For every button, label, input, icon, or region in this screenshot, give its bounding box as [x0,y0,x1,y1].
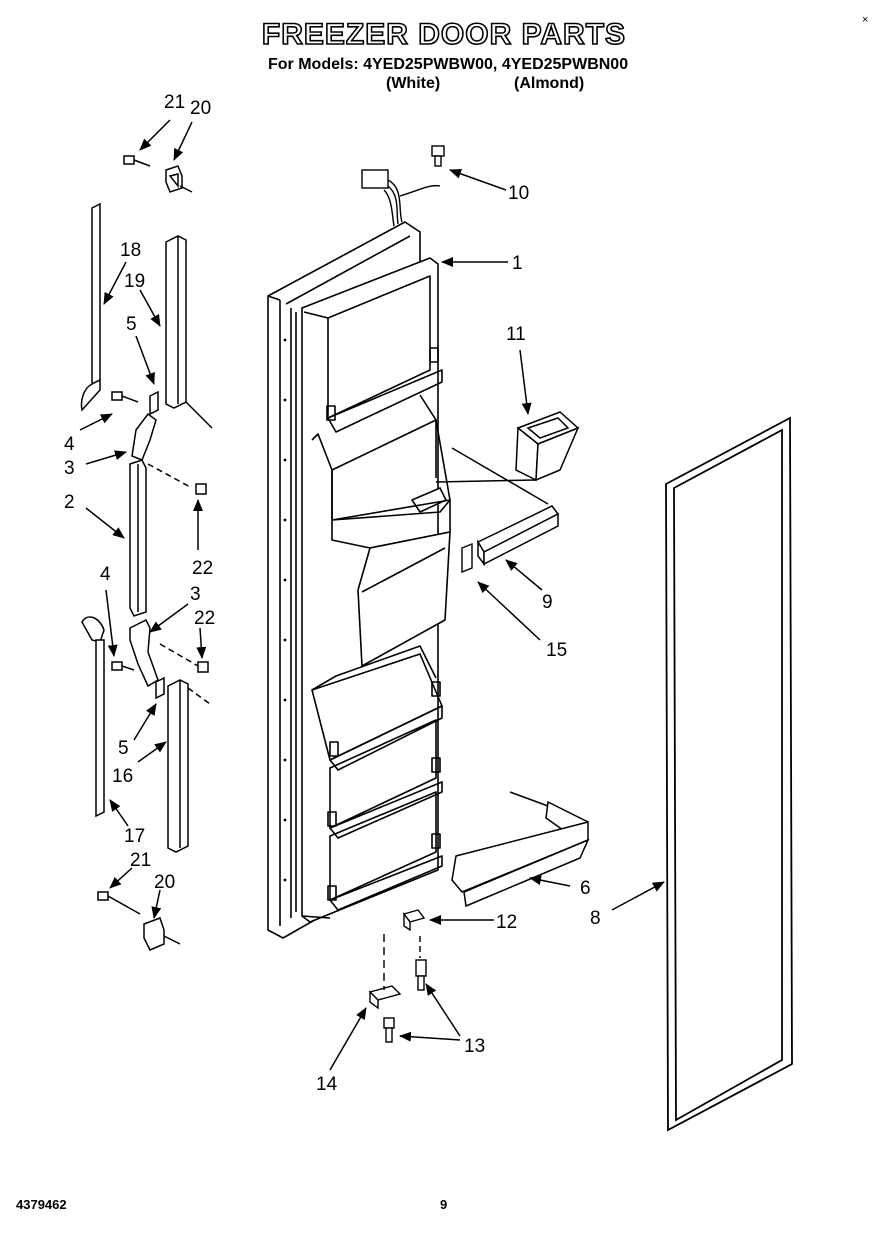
callout-11: 11 [506,324,526,345]
callout-13: 13 [464,1036,485,1057]
callout-20: 20 [154,872,175,893]
left-handle-parts [80,155,213,951]
callout-labels: 1 2 3 3 4 4 5 5 6 8 9 10 11 12 13 14 15 … [64,92,601,1095]
callout-1: 1 [512,253,523,274]
callout-9: 9 [542,592,553,613]
page-number: 9 [440,1197,448,1212]
callout-2: 2 [64,492,75,513]
callout-8: 8 [590,908,601,929]
callout-14: 14 [316,1074,338,1095]
models-line: For Models: 4YED25PWBW00, 4YED25PWBN00 [268,56,629,73]
leader-lines [79,119,665,1071]
callout-12: 12 [496,912,517,933]
callout-4: 4 [64,434,75,455]
door-bin [451,791,590,908]
callout-22: 22 [192,558,213,579]
freezer-door [267,221,451,939]
callout-21: 21 [130,850,151,871]
corner-mark: × [862,14,869,26]
callout-4: 4 [100,564,111,585]
callout-18: 18 [120,240,141,261]
trim-clip [461,542,473,574]
callout-3: 3 [64,458,75,479]
callout-10: 10 [508,183,529,204]
callout-3: 3 [190,584,201,605]
callout-22: 22 [194,608,215,629]
door-edge-dots [283,338,287,882]
page-title: FREEZER DOOR PARTS [261,17,627,52]
variant-white-label: (White) [386,75,441,92]
callout-5: 5 [126,314,137,335]
variant-almond-label: (Almond) [514,75,585,92]
callout-19: 19 [124,271,145,292]
wire-harness [361,145,445,227]
callout-17: 17 [124,826,145,847]
document-number: 4379462 [16,1197,67,1212]
callout-6: 6 [580,878,591,899]
callout-5: 5 [118,738,129,759]
callout-16: 16 [112,766,133,787]
callout-20: 20 [190,98,211,119]
callout-15: 15 [546,640,567,661]
ice-chute [435,411,580,483]
bottom-hinge-parts [368,909,427,1043]
trim-strip [451,447,560,567]
door-gasket [665,416,793,1132]
callout-21: 21 [164,92,185,113]
